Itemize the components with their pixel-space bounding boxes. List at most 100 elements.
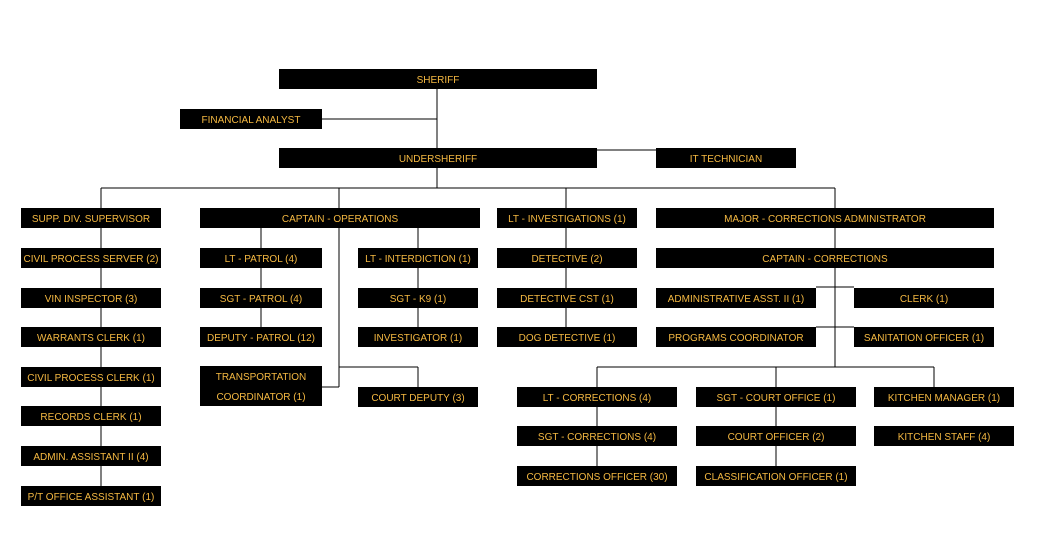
position-box — [517, 466, 677, 486]
position-label: CORRECTIONS OFFICER (30) — [526, 472, 667, 483]
position-lt-patrol: LT - PATROL (4) — [200, 248, 322, 268]
position-box — [656, 248, 994, 268]
position-clerk: CLERK (1) — [854, 288, 994, 308]
position-dog-detective: DOG DETECTIVE (1) — [497, 327, 637, 347]
position-pt-office-assistant: P/T OFFICE ASSISTANT (1) — [21, 486, 161, 506]
position-sgt-patrol: SGT - PATROL (4) — [200, 288, 322, 308]
position-box — [358, 327, 478, 347]
position-admin-assistant-ii: ADMIN. ASSISTANT II (4) — [21, 446, 161, 466]
position-major-corrections-admin: MAJOR - CORRECTIONS ADMINISTRATOR — [656, 208, 994, 228]
position-label: IT TECHNICIAN — [690, 154, 762, 165]
position-label: P/T OFFICE ASSISTANT (1) — [28, 492, 155, 503]
position-detective: DETECTIVE (2) — [497, 248, 637, 268]
position-sanitation-officer: SANITATION OFFICER (1) — [854, 327, 994, 347]
position-box — [656, 148, 796, 168]
position-box — [21, 406, 161, 426]
position-corrections-officer: CORRECTIONS OFFICER (30) — [517, 466, 677, 486]
position-civil-process-server: CIVIL PROCESS SERVER (2) — [21, 248, 161, 268]
position-label: CAPTAIN - OPERATIONS — [282, 214, 399, 225]
position-court-deputy: COURT DEPUTY (3) — [358, 387, 478, 407]
position-label: PROGRAMS COORDINATOR — [668, 333, 803, 344]
position-court-officer: COURT OFFICER (2) — [696, 426, 856, 446]
position-box — [21, 367, 161, 387]
position-kitchen-manager: KITCHEN MANAGER (1) — [874, 387, 1014, 407]
position-label: VIN INSPECTOR (3) — [45, 294, 138, 305]
position-captain-corrections: CAPTAIN - CORRECTIONS — [656, 248, 994, 268]
position-box — [279, 148, 597, 168]
position-box — [874, 426, 1014, 446]
position-label: CAPTAIN - CORRECTIONS — [762, 254, 888, 265]
position-box — [656, 208, 994, 228]
position-investigator: INVESTIGATOR (1) — [358, 327, 478, 347]
position-box — [497, 288, 637, 308]
position-label: MAJOR - CORRECTIONS ADMINISTRATOR — [724, 214, 926, 225]
position-detective-cst: DETECTIVE CST (1) — [497, 288, 637, 308]
position-it-technician: IT TECHNICIAN — [656, 148, 796, 168]
position-financial-analyst: FINANCIAL ANALYST — [180, 109, 322, 129]
position-label: COORDINATOR (1) — [216, 392, 305, 403]
position-label: LT - PATROL (4) — [225, 254, 298, 265]
position-box — [358, 248, 478, 268]
position-label: SGT - CORRECTIONS (4) — [538, 432, 656, 443]
position-deputy-patrol: DEPUTY - PATROL (12) — [200, 327, 322, 347]
position-label: LT - INVESTIGATIONS (1) — [508, 214, 626, 225]
position-label: UNDERSHERIFF — [399, 154, 477, 165]
position-kitchen-staff: KITCHEN STAFF (4) — [874, 426, 1014, 446]
position-label: COURT DEPUTY (3) — [371, 393, 464, 404]
position-administrative-asst-ii: ADMINISTRATIVE ASST. II (1) — [656, 288, 816, 308]
position-lt-corrections: LT - CORRECTIONS (4) — [517, 387, 677, 407]
position-label: FINANCIAL ANALYST — [202, 115, 301, 126]
position-box — [200, 248, 322, 268]
position-label: RECORDS CLERK (1) — [40, 412, 141, 423]
position-box — [696, 466, 856, 486]
position-warrants-clerk: WARRANTS CLERK (1) — [21, 327, 161, 347]
position-label: SUPP. DIV. SUPERVISOR — [32, 214, 150, 225]
position-box — [854, 288, 994, 308]
position-box — [696, 426, 856, 446]
position-label: SANITATION OFFICER (1) — [864, 333, 984, 344]
connector-lines — [100, 89, 935, 486]
position-label: SGT - PATROL (4) — [220, 294, 302, 305]
position-box — [358, 387, 478, 407]
position-box — [517, 426, 677, 446]
position-box — [180, 109, 322, 129]
position-programs-coordinator: PROGRAMS COORDINATOR — [656, 327, 816, 347]
position-supp-div-supervisor: SUPP. DIV. SUPERVISOR — [21, 208, 161, 228]
position-label: CIVIL PROCESS CLERK (1) — [27, 373, 154, 384]
position-box — [696, 387, 856, 407]
position-label: DETECTIVE (2) — [531, 254, 602, 265]
position-label: ADMINISTRATIVE ASST. II (1) — [668, 294, 805, 305]
position-label: DETECTIVE CST (1) — [520, 294, 614, 305]
position-box — [21, 248, 161, 268]
position-label: SGT - COURT OFFICE (1) — [717, 393, 836, 404]
position-sgt-court-office: SGT - COURT OFFICE (1) — [696, 387, 856, 407]
position-records-clerk: RECORDS CLERK (1) — [21, 406, 161, 426]
position-box — [21, 288, 161, 308]
position-box — [200, 288, 322, 308]
position-box — [200, 327, 322, 347]
position-box — [21, 486, 161, 506]
position-box — [874, 387, 1014, 407]
position-box — [854, 327, 994, 347]
position-box — [358, 288, 478, 308]
position-label: DEPUTY - PATROL (12) — [207, 333, 315, 344]
position-box — [21, 327, 161, 347]
position-label: KITCHEN MANAGER (1) — [888, 393, 1000, 404]
position-box — [517, 387, 677, 407]
position-box — [200, 366, 322, 406]
position-captain-operations: CAPTAIN - OPERATIONS — [200, 208, 480, 228]
position-label: SGT - K9 (1) — [390, 294, 447, 305]
position-label: KITCHEN STAFF (4) — [898, 432, 991, 443]
position-lt-interdiction: LT - INTERDICTION (1) — [358, 248, 478, 268]
position-classification-officer: CLASSIFICATION OFFICER (1) — [696, 466, 856, 486]
position-vin-inspector: VIN INSPECTOR (3) — [21, 288, 161, 308]
position-sgt-corrections: SGT - CORRECTIONS (4) — [517, 426, 677, 446]
position-box — [497, 248, 637, 268]
position-label: ADMIN. ASSISTANT II (4) — [33, 452, 148, 463]
position-label: CLERK (1) — [900, 294, 948, 305]
position-label: COURT OFFICER (2) — [728, 432, 825, 443]
position-label: CIVIL PROCESS SERVER (2) — [23, 254, 158, 265]
position-label: INVESTIGATOR (1) — [374, 333, 463, 344]
